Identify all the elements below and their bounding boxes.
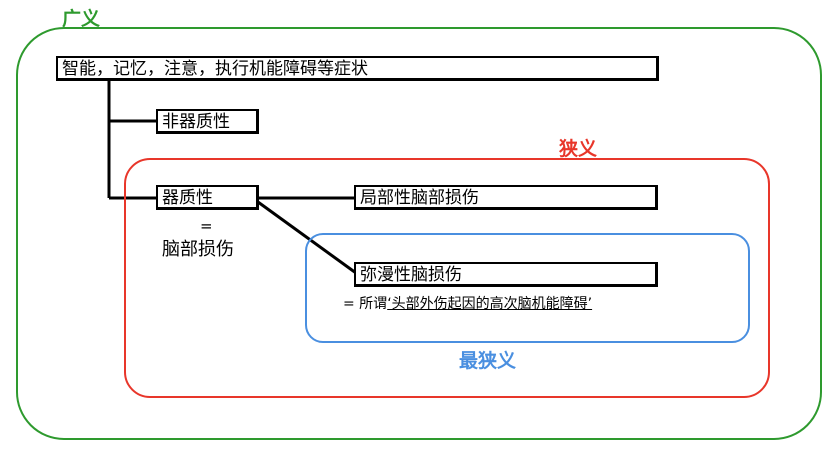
narrowest-region-label: 最狭义: [459, 350, 517, 372]
narrow-region-label: 狭义: [559, 138, 598, 160]
diffuse-meaning-text: ‘头部外伤起因的高次脑机能障碍’: [387, 296, 593, 312]
broad-region: [16, 27, 822, 440]
branch-diffuse: [257, 200, 357, 275]
diffuse-injury-node: 弥漫性脑损伤: [354, 262, 658, 287]
local-injury-node: 局部性脑部损伤: [354, 185, 658, 210]
narrow-region: [124, 158, 770, 398]
non-organic-node: 非器质性: [156, 109, 259, 134]
organic-equals-sign: =: [200, 217, 213, 235]
organic-node: 器质性: [156, 185, 259, 210]
narrowest-region: [305, 233, 750, 343]
organic-meaning-text: 脑部损伤: [162, 239, 234, 260]
symptoms-node: 智能，记忆，注意，执行机能障碍等症状: [56, 56, 659, 81]
diffuse-equals-text: = 所谓: [343, 296, 388, 312]
broad-region-label: 广义: [62, 8, 101, 30]
diffuse-definition: = 所谓‘头部外伤起因的高次脑机能障碍’: [343, 294, 592, 314]
